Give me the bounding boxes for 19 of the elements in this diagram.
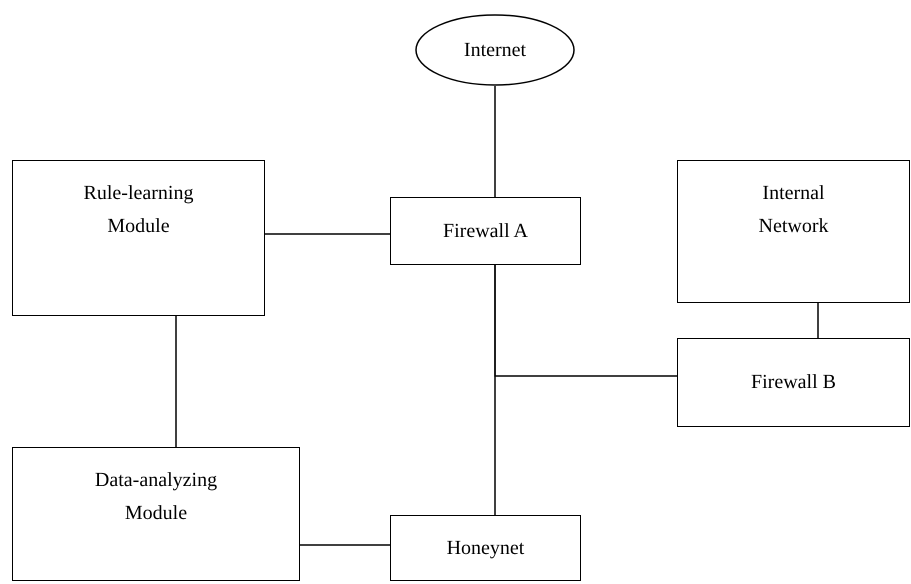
connector-line [494,265,677,377]
connector-line [300,544,390,546]
network-box [12,447,300,581]
node-label: Firewall B [751,370,836,395]
network-box [677,160,910,303]
connector-line [494,86,496,197]
node-label: Rule-learning Module [82,181,194,239]
connector-line [175,316,177,447]
connector-line [817,303,819,338]
connector-line [265,233,390,235]
node-label: Data-analyzing Module [94,468,218,526]
network-box [390,515,581,581]
network-box [12,160,265,316]
node-label: Internet [464,38,526,62]
network-box [390,197,581,265]
network-box [677,338,910,427]
node-label: Internal Network [758,181,830,239]
node-label: Honeynet [446,536,524,560]
node-label: Firewall A [443,218,528,244]
